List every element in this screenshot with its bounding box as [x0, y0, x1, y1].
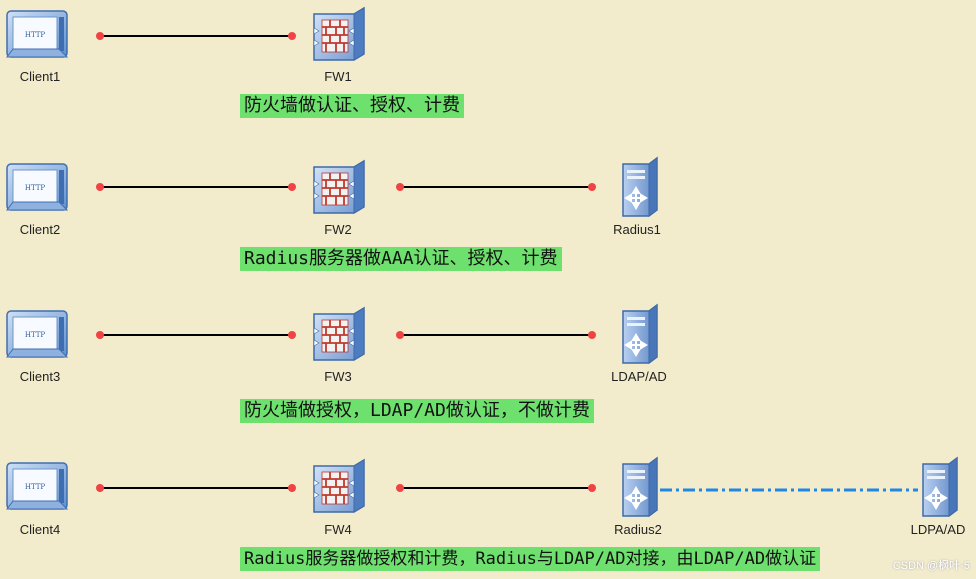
port-dot	[96, 331, 104, 339]
note-row-3: 防火墙做授权，LDAP/AD做认证，不做计费	[240, 399, 594, 423]
firewall-icon[interactable]	[313, 459, 365, 513]
note-row-1: 防火墙做认证、授权、计费	[240, 94, 464, 118]
port-dot	[396, 183, 404, 191]
radius1-label: Radius1	[613, 222, 661, 237]
ldpa-ad-label: LDPA/AD	[910, 522, 966, 537]
row-4	[6, 457, 958, 517]
port-dot	[96, 484, 104, 492]
row-3	[6, 304, 658, 364]
http-terminal-icon[interactable]	[6, 163, 68, 211]
port-dot	[396, 331, 404, 339]
client1-label: Client1	[19, 69, 61, 84]
radius2-label: Radius2	[614, 522, 662, 537]
row-1	[6, 7, 365, 61]
port-dot	[288, 484, 296, 492]
http-terminal-icon[interactable]	[6, 462, 68, 510]
server-icon[interactable]	[622, 157, 658, 217]
row-2	[6, 157, 658, 217]
ldap-ad-label: LDAP/AD	[611, 369, 667, 384]
port-dot	[588, 331, 596, 339]
server-icon[interactable]	[622, 304, 658, 364]
note-row-2: Radius服务器做AAA认证、授权、计费	[240, 247, 562, 271]
client2-label: Client2	[19, 222, 61, 237]
port-dot	[96, 183, 104, 191]
port-dot	[288, 331, 296, 339]
firewall-icon[interactable]	[313, 307, 365, 361]
http-terminal-icon[interactable]	[6, 310, 68, 358]
port-dot	[588, 484, 596, 492]
fw2-label: FW2	[324, 222, 352, 237]
port-dot	[96, 32, 104, 40]
firewall-icon[interactable]	[313, 160, 365, 214]
server-icon[interactable]	[922, 457, 958, 517]
port-dot	[396, 484, 404, 492]
note-row-4: Radius服务器做授权和计费，Radius与LDAP/AD对接，由LDAP/A…	[240, 547, 821, 571]
http-terminal-icon[interactable]	[6, 10, 68, 58]
fw3-label: FW3	[324, 369, 352, 384]
server-icon[interactable]	[622, 457, 658, 517]
port-dot	[588, 183, 596, 191]
port-dot	[288, 32, 296, 40]
client4-label: Client4	[19, 522, 61, 537]
watermark: CSDN @枫叶-5	[892, 560, 970, 572]
fw1-label: FW1	[324, 69, 352, 84]
port-dot	[288, 183, 296, 191]
firewall-icon[interactable]	[313, 7, 365, 61]
client3-label: Client3	[19, 369, 61, 384]
fw4-label: FW4	[324, 522, 352, 537]
